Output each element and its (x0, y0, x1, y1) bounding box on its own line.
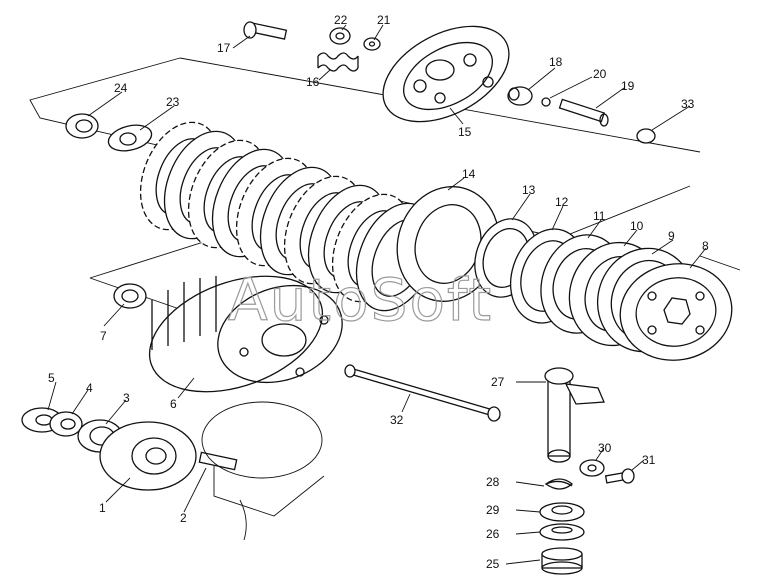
label-21: 21 (377, 13, 391, 27)
spring-28 (544, 478, 574, 490)
label-8: 8 (702, 239, 709, 253)
label-7: 7 (100, 329, 107, 343)
label-20: 20 (593, 67, 607, 81)
label-27: 27 (491, 375, 505, 389)
label-3: 3 (123, 391, 130, 405)
label-6: 6 (170, 397, 177, 411)
label-2: 2 (180, 511, 187, 525)
push-lever-shaft-27 (544, 367, 605, 463)
label-32: 32 (390, 413, 404, 427)
label-14: 14 (462, 167, 476, 181)
washer-30 (579, 459, 605, 477)
label-1: 1 (99, 501, 106, 515)
lock-washer-23 (107, 124, 153, 152)
primary-gear-1 (99, 421, 197, 491)
push-rod-32 (344, 364, 501, 422)
bolt-17 (243, 21, 288, 40)
washer-26 (539, 523, 585, 541)
label-26: 26 (486, 527, 500, 541)
label-18: 18 (549, 55, 563, 69)
label-22: 22 (334, 13, 348, 27)
label-13: 13 (522, 183, 536, 197)
crankshaft-outline (201, 401, 325, 541)
part-number-labels: 17 22 21 16 15 18 20 19 33 24 23 14 13 1… (48, 13, 709, 571)
nut-22 (329, 27, 351, 45)
label-5: 5 (48, 371, 55, 385)
label-24: 24 (114, 81, 128, 95)
bearing-4 (49, 411, 83, 437)
ball-33 (636, 128, 656, 144)
nut-24 (65, 113, 99, 139)
leader-lines (47, 24, 707, 565)
label-30: 30 (598, 441, 612, 455)
label-17: 17 (217, 41, 231, 55)
label-33: 33 (681, 97, 695, 111)
clutch-housing-6 (148, 275, 343, 393)
label-16: 16 (306, 75, 320, 89)
cap-18 (507, 86, 533, 106)
label-9: 9 (668, 229, 675, 243)
oil-seal-29 (539, 502, 585, 522)
label-15: 15 (458, 125, 472, 139)
screw-31 (604, 468, 635, 484)
label-10: 10 (630, 219, 644, 233)
push-rod-19 (558, 98, 609, 127)
label-31: 31 (642, 453, 656, 467)
label-25: 25 (486, 557, 500, 571)
bearing-25 (541, 547, 583, 575)
watermark-text: AutoSoft (228, 266, 493, 334)
pressure-plate-15 (382, 25, 510, 123)
splined-washer-7 (113, 283, 147, 309)
label-11: 11 (593, 209, 606, 223)
washer-21 (363, 37, 381, 51)
spring-16 (317, 52, 359, 72)
pressure-disc-8 (619, 263, 733, 361)
ball-20 (541, 97, 551, 107)
label-29: 29 (486, 503, 500, 517)
label-28: 28 (486, 475, 500, 489)
label-19: 19 (621, 79, 635, 93)
label-12: 12 (555, 195, 569, 209)
label-23: 23 (166, 95, 180, 109)
key-2 (198, 451, 238, 471)
label-4: 4 (86, 381, 93, 395)
